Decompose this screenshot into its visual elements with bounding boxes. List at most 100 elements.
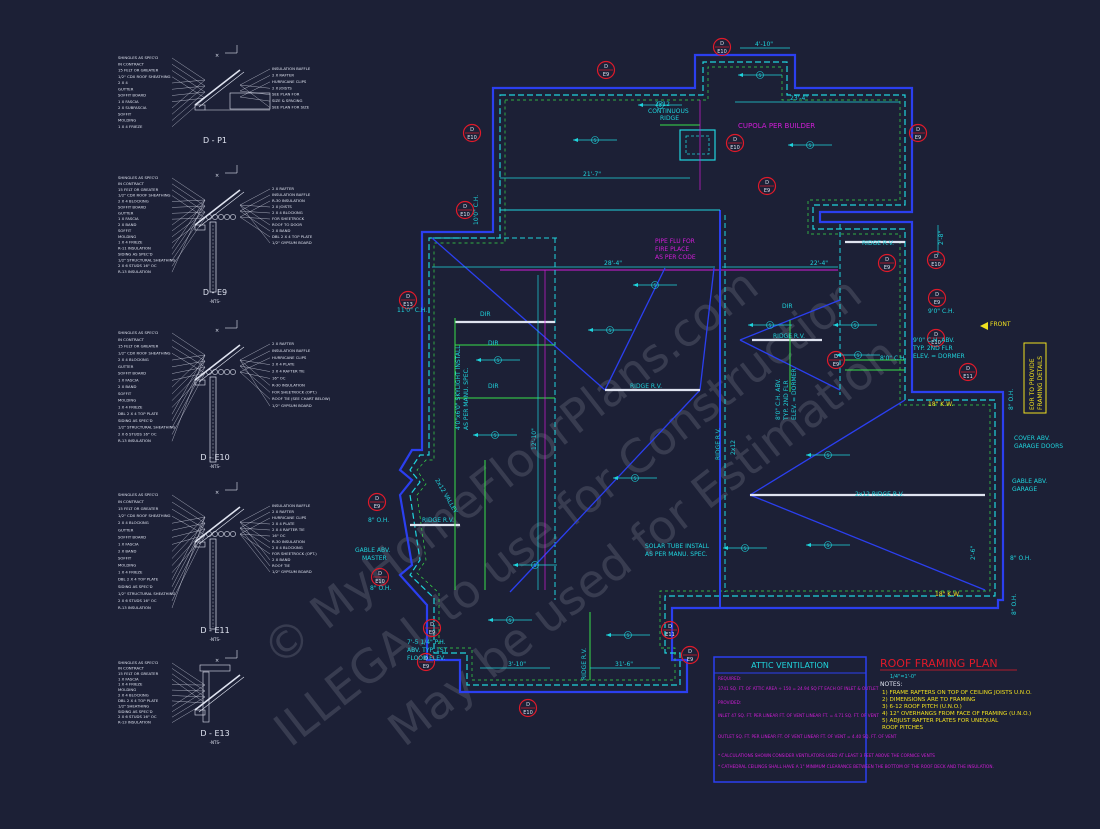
- note-item: ROOF PITCHES: [882, 725, 923, 731]
- svg-text:E9: E9: [915, 135, 921, 141]
- detail-note: 2 X 4 RAFTER TIE: [272, 527, 305, 532]
- detail-note: SHINGLES AS SPEC'D: [118, 55, 158, 60]
- svg-text:5: 5: [759, 73, 762, 79]
- detail-note: SHINGLES AS SPEC'D: [118, 175, 158, 180]
- label-front: FRONT: [990, 321, 1011, 328]
- detail-marker: DE9: [929, 290, 946, 307]
- detail-note: 1/2" GYPSUM BOARD: [272, 403, 312, 408]
- detail-note: 2 X 6 STUDS 16" OC: [118, 431, 157, 436]
- svg-text:E9: E9: [374, 504, 380, 510]
- detail-note: SOFFIT BOARD: [118, 204, 146, 209]
- detail-note: DBL 2 X 4 TOP PLATE: [118, 698, 159, 703]
- detail-note: SIDING AS SPEC'D: [118, 251, 153, 256]
- label-eor-2: FRAMING DETAILS: [1037, 356, 1044, 410]
- label-dir-1: DIR: [480, 311, 491, 318]
- watermark: © MyHomeFloorPlans.com ILLEGAL to use fo…: [221, 210, 915, 812]
- detail-note: 2 X 4 PLATE: [272, 362, 295, 367]
- label-gable-garage-1: GABLE ABV.: [1012, 478, 1047, 485]
- label-ch-5: 9'0" C.H.: [928, 308, 954, 315]
- detail-note: R-13 INSULATION: [118, 438, 151, 443]
- attic-inlet-line: INLET 47 SQ. FT. PER LINEAR FT. OF VENT …: [718, 713, 879, 718]
- detail-note: IN CONTRACT: [118, 181, 145, 186]
- label-pipe-flu-2: FIRE PLACE: [655, 246, 689, 253]
- svg-text:D: D: [935, 292, 939, 298]
- attic-footnote-2: * CATHEDRAL CEILINGS SHALL HAVE A 1" MIN…: [718, 764, 994, 769]
- svg-text:E10: E10: [931, 262, 941, 268]
- detail-note: 2 X BAND: [118, 222, 136, 227]
- detail-note: 15 FELT OR GREATER: [118, 68, 159, 73]
- detail-note: 1/2" STRUCTURAL SHEATHING: [118, 591, 175, 596]
- detail-note: 1/2" CDX ROOF SHEATHING: [118, 74, 171, 79]
- detail-note: GUTTER: [118, 527, 134, 532]
- detail-marker: DE9: [910, 125, 927, 142]
- slope-marker: 5: [788, 142, 832, 149]
- svg-text:5: 5: [827, 543, 830, 549]
- dim-2: 23'-4": [790, 95, 808, 102]
- detail-scale: -NTS-: [210, 637, 221, 642]
- detail-label: D - P1: [203, 136, 227, 145]
- note-item: 2) DIMENSIONS ARE TO FRAMING: [882, 697, 975, 703]
- label-oh-1: 8" O.H.: [368, 517, 389, 524]
- svg-text:E9: E9: [603, 72, 609, 78]
- plan-title: ROOF FRAMING PLAN: [880, 657, 998, 670]
- detail-note: 1/2" GYPSUM BOARD: [272, 240, 312, 245]
- label-ch-6: 11'0" C.H.: [397, 307, 427, 314]
- slope-marker: 5: [476, 357, 520, 364]
- detail-note: MOLDING: [118, 234, 136, 239]
- notes-heading: NOTES:: [880, 681, 903, 688]
- detail-note: SOFFIT BOARD: [118, 93, 146, 98]
- label-solar-1: SOLAR TUBE INSTALL: [645, 543, 710, 550]
- svg-text:5: 5: [497, 358, 500, 364]
- detail-note: FOR SHEETROCK (OPT.): [272, 551, 317, 556]
- svg-text:5: 5: [509, 618, 512, 624]
- svg-text:D: D: [765, 180, 769, 186]
- svg-text:×: ×: [215, 328, 219, 334]
- label-vert-ridge: RIDGE R.V.: [715, 428, 722, 460]
- note-item: 4) 12" OVERHANGS FROM FACE OF FRAMING (U…: [882, 711, 1031, 717]
- detail-note: 1 X FASCIA: [118, 377, 139, 382]
- attic-required-label: REQUIRED:: [718, 676, 741, 681]
- svg-text:E9: E9: [884, 265, 890, 271]
- svg-text:E10: E10: [523, 710, 533, 716]
- notes-list: 1) FRAME RAFTERS ON TOP OF CEILING JOIST…: [882, 690, 1032, 731]
- svg-text:×: ×: [215, 173, 219, 179]
- label-skylight-1: 4'0"x6'0" SKYLIGHT INSTALL: [455, 345, 462, 430]
- svg-text:D: D: [668, 624, 672, 630]
- detail-scale: -NTS-: [210, 464, 221, 469]
- svg-text:E10: E10: [467, 135, 477, 141]
- detail-note: SIZE & SPACING: [272, 98, 303, 103]
- svg-text:E9: E9: [764, 188, 770, 194]
- svg-text:5: 5: [654, 283, 657, 289]
- svg-text:D: D: [934, 254, 938, 260]
- svg-text:D: D: [966, 366, 970, 372]
- detail-label: D - E10: [200, 453, 229, 462]
- svg-text:D: D: [470, 127, 474, 133]
- note-item: 3) 6-12 ROOF PITCH (U.N.O.): [882, 704, 962, 710]
- label-gable-garage-2: GARAGE: [1012, 486, 1037, 493]
- detail-marker: D E10: [928, 252, 945, 269]
- detail-marker: DE9: [598, 62, 615, 79]
- slope-marker: 5: [738, 72, 782, 79]
- label-ch-2: TYP. 2ND FLR: [912, 345, 953, 352]
- detail-note: 2 X BAND: [118, 384, 136, 389]
- detail-note: 2 X RAFTER: [272, 341, 294, 346]
- detail-note: SHINGLES AS SPEC'D: [118, 492, 158, 497]
- dim-3: 21'-7": [583, 171, 601, 178]
- detail-note: DBL 2 X 4 TOP PLATE: [118, 411, 159, 416]
- detail-note: R-30 INSULATION: [272, 382, 305, 387]
- detail-note: GUTTER: [118, 210, 134, 215]
- detail-note: 1 X FASCIA: [118, 541, 139, 546]
- detail-marker: D E9: [759, 178, 776, 195]
- detail-note: 2 X RAFTER: [272, 186, 294, 191]
- svg-text:E10: E10: [730, 145, 740, 151]
- label-vert-2x12: 2x12: [730, 440, 737, 455]
